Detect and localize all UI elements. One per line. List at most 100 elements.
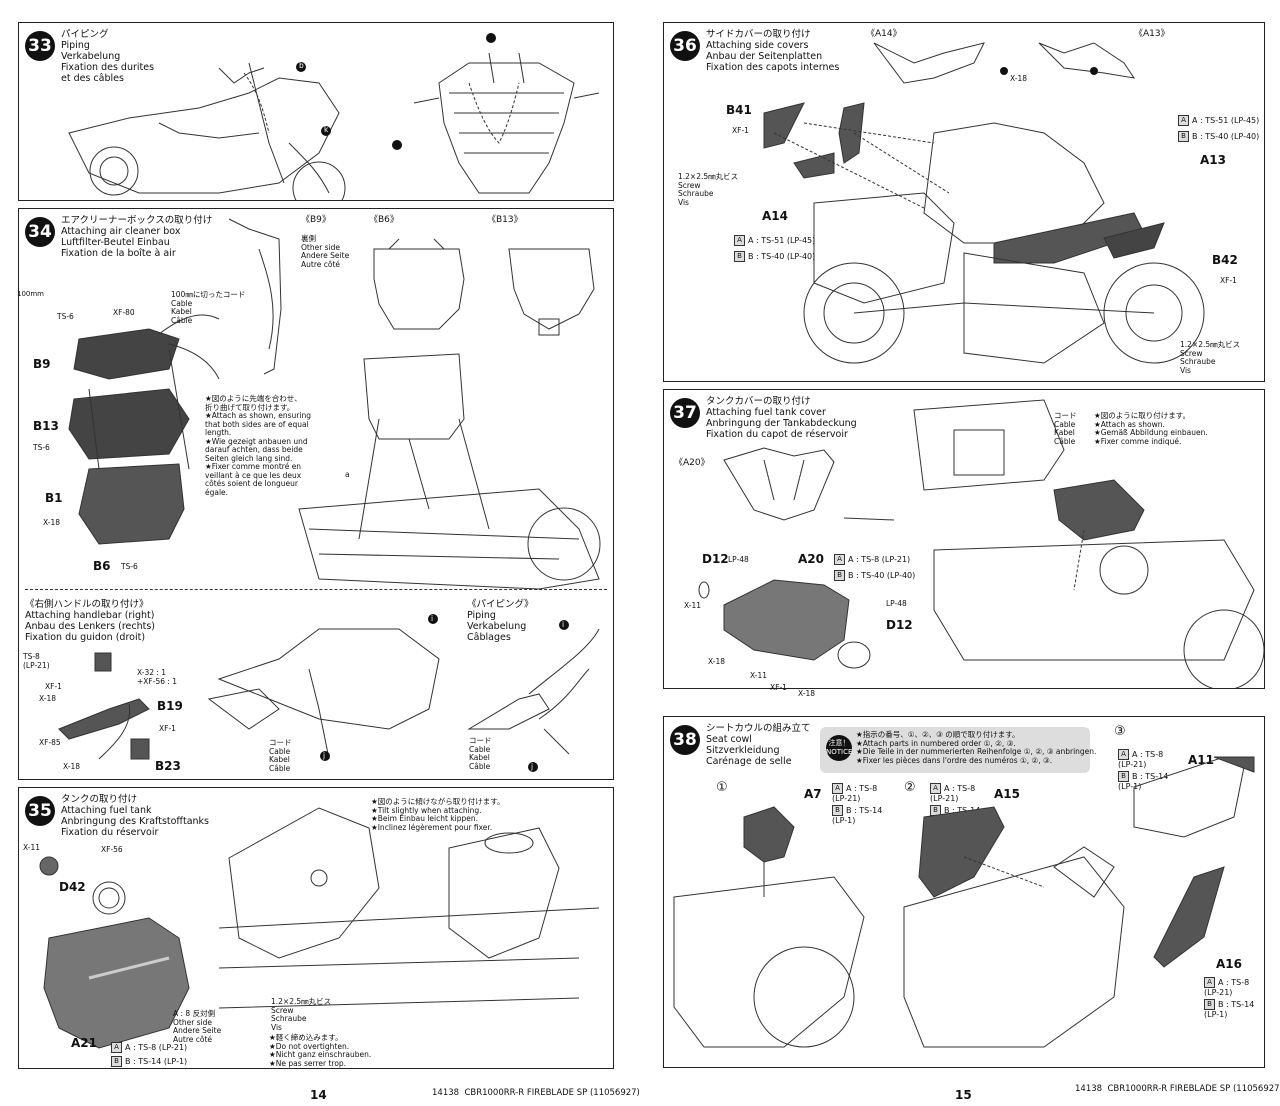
step-37-title: タンクカバーの取り付け Attaching fuel tank cover An… <box>706 396 857 440</box>
part-a11: A11 <box>1188 753 1214 767</box>
paint-xf1-37: XF-1 <box>770 683 787 692</box>
step-34-drawing <box>68 218 601 590</box>
caution-badge: 注意！ NOTICE <box>826 735 852 761</box>
step-38-number: 38 <box>670 725 700 755</box>
page-number-14: 14 <box>310 1088 327 1102</box>
step-34-panel: 34 エアクリーナーボックスの取り付け Attaching air cleane… <box>17 208 614 780</box>
part-d12-a: D12 <box>702 552 729 566</box>
paint-x18: X-18 <box>43 518 61 527</box>
step-36-drawing <box>763 42 1205 364</box>
paint-x18-37b: X-18 <box>798 689 816 698</box>
b9-view-label: 《B9》 <box>301 215 331 225</box>
handlebar-cable: コード Cable Kabel Câble <box>269 738 292 773</box>
paint-xf56: XF-56 <box>101 845 123 854</box>
note-37: ★図のように取り付けます。 ★Attach as shown. ★Gemäß A… <box>1094 411 1208 446</box>
handlebar-title: 《右側ハンドルの取り付け》 Attaching handlebar (right… <box>25 599 156 643</box>
part-a13: A13 <box>1200 153 1226 167</box>
a14-view: 《A14》 <box>866 29 902 39</box>
screw-label: 1.2×2.5㎜丸ビス Screw Schraube Vis <box>271 997 332 1032</box>
paint-x18-36: X-18 <box>1010 74 1028 83</box>
part-b42: B42 <box>1212 253 1238 267</box>
paint-ts6-c: TS-6 <box>121 562 138 571</box>
step-37-number: 37 <box>670 398 700 428</box>
part-a16: A16 <box>1216 957 1242 971</box>
paint-x18-b: X-18 <box>63 762 81 771</box>
a13-view: 《A13》 <box>1134 29 1170 39</box>
step-33-title: パイピング Piping Verkabelung Fixation des du… <box>61 29 155 84</box>
step-37-panel: 37 タンクカバーの取り付け Attaching fuel tank cover… <box>663 389 1265 698</box>
page-15: 36 サイドカバーの取り付け Attaching side covers Anb… <box>655 0 1280 1106</box>
page-14: 33 パイピング Piping Verkabelung Fixation des… <box>0 0 640 1106</box>
caution-box <box>820 727 1090 773</box>
step-37-drawing <box>698 399 1264 688</box>
paint-x32: X-32 : 1 +XF-56 : 1 <box>137 668 178 686</box>
callout-a: a <box>345 470 350 479</box>
part-b41: B41 <box>726 103 752 117</box>
other-side-label: 裏側 Other side Andere Seite Autre côté <box>301 234 350 269</box>
paint-ts6-a: TS-6 <box>57 312 74 321</box>
step-34-number: 34 <box>25 217 55 247</box>
footer-left: 14138 CBR1000RR-R FIREBLADE SP (11056927… <box>432 1088 640 1098</box>
step-34-title: エアクリーナーボックスの取り付け Attaching air cleaner b… <box>61 215 213 259</box>
paint-xf1: XF-1 <box>45 682 62 691</box>
part-b23: B23 <box>155 759 181 773</box>
callout-i-1: i <box>431 614 434 623</box>
step-35-number: 35 <box>25 796 55 826</box>
step-35-drawing <box>39 807 600 1049</box>
step-38-1: ① <box>716 780 728 795</box>
step-33-panel: 33 パイピング Piping Verkabelung Fixation des… <box>18 22 614 201</box>
part-b6: B6 <box>93 559 111 573</box>
callout-k: k <box>324 125 329 134</box>
a20-view: 《A20》 <box>674 458 710 468</box>
cable-37: コード Cable Kabel Câble <box>1054 411 1077 446</box>
piping-cable: コード Cable Kabel Câble <box>469 736 492 771</box>
b6-view-label: 《B6》 <box>369 215 399 225</box>
part-b13: B13 <box>33 419 59 433</box>
step-35-title: タンクの取り付け Attaching fuel tank Anbringung … <box>61 794 209 838</box>
part-b9: B9 <box>33 357 51 371</box>
divider <box>25 589 607 590</box>
step-38-2: ② <box>904 780 916 795</box>
paint-lp48-b: LP-48 <box>886 599 907 608</box>
paint-lp48-a: LP-48 <box>728 555 749 564</box>
paint-ts8: TS-8 (LP-21) <box>23 652 50 670</box>
part-a14: A14 <box>762 209 788 223</box>
numbered-order-note: ★指示の番号、①、②、③ の順で取り付けます。 ★Attach parts in… <box>856 730 1097 765</box>
equal-length-note: ★図のように先端を合わせ、 折り曲げて取り付けます。 ★Attach as sh… <box>205 394 311 497</box>
step-36-number: 36 <box>670 31 700 61</box>
b13-view-label: 《B13》 <box>487 215 523 225</box>
step-33-drawing <box>68 33 600 200</box>
part-a7: A7 <box>804 787 822 801</box>
paint-x18-37a: X-18 <box>708 657 726 666</box>
part-d42: D42 <box>59 880 86 894</box>
paint-x11-37b: X-11 <box>750 671 768 680</box>
paint-ts6-b: TS-6 <box>33 443 50 452</box>
paint-xf1-b: XF-1 <box>159 724 176 733</box>
other-side-a8: A : 8 反対側 Other side Andere Seite Autre … <box>173 1009 222 1044</box>
callout-j-1: j <box>323 751 326 760</box>
callout-b: b <box>299 61 304 70</box>
part-a21: A21 <box>71 1036 97 1050</box>
paint-xf1-36: XF-1 <box>732 126 749 135</box>
paint-xf80: XF-80 <box>113 308 135 317</box>
piping-sub-title: 《パイピング》 Piping Verkabelung Câblages <box>467 599 534 643</box>
footer-right: 14138 CBR1000RR-R FIREBLADE SP (11056927… <box>1075 1084 1280 1094</box>
screw-36a: 1.2×2.5㎜丸ビス Screw Schraube Vis <box>678 172 739 207</box>
paint-x18-h: X-18 <box>39 694 57 703</box>
part-b1: B1 <box>45 491 63 505</box>
paint-xf1-36b: XF-1 <box>1220 276 1237 285</box>
callout-j-2: j <box>531 762 534 771</box>
